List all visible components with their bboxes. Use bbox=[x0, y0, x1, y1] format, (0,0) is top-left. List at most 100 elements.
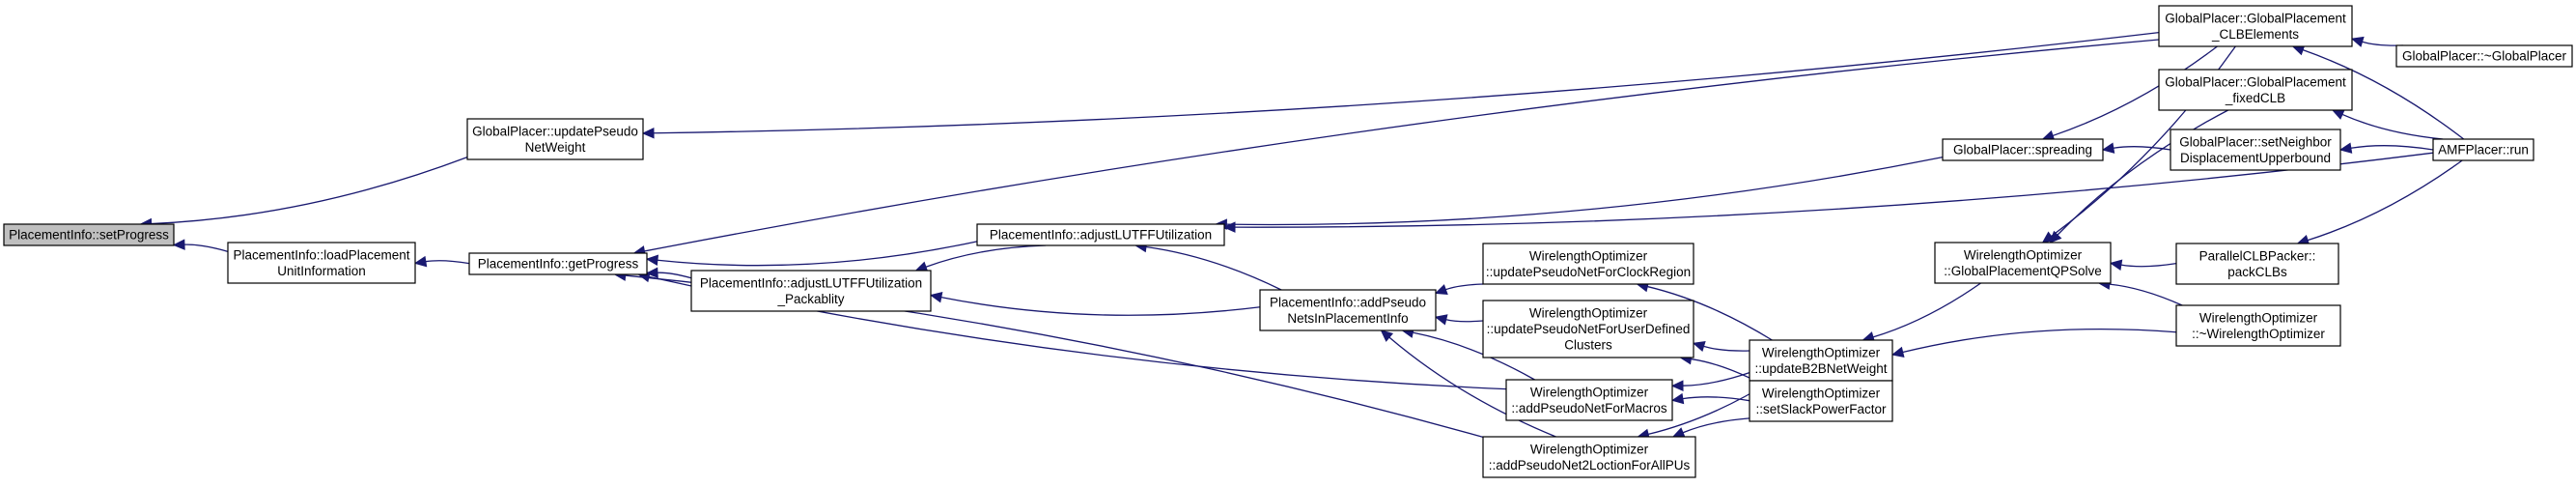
call-edge-adjustLUTFF-to-getProgress bbox=[645, 241, 978, 267]
node-box bbox=[2158, 69, 2353, 111]
node-wlSlack[interactable]: WirelengthOptimizer::setSlackPowerFactor bbox=[1749, 380, 1893, 422]
node-box bbox=[468, 252, 648, 275]
call-edge-gpDtor-to-gpCLB bbox=[2350, 36, 2403, 47]
node-label: ::~WirelengthOptimizer bbox=[2192, 327, 2325, 341]
edge-line bbox=[425, 260, 470, 265]
edge-line bbox=[653, 31, 2160, 134]
node-addPseudoNets[interactable]: PlacementInfo::addPseudoNetsInPlacementI… bbox=[1259, 289, 1437, 331]
node-wlB2B[interactable]: WirelengthOptimizer::updateB2BNetWeight bbox=[1749, 339, 1893, 382]
node-label: ::updatePseudoNetForClockRegion bbox=[1486, 265, 1691, 279]
call-edge-gpFixedCLB-to-wlQPSolve bbox=[2049, 109, 2229, 244]
node-label: PlacementInfo::getProgress bbox=[478, 257, 639, 272]
node-box bbox=[1482, 243, 1694, 285]
node-label: _Packablity bbox=[776, 292, 844, 306]
node-amfRun[interactable]: AMFPlacer::run bbox=[2432, 138, 2534, 161]
node-wlMacros[interactable]: WirelengthOptimizer::addPseudoNetForMacr… bbox=[1505, 379, 1673, 421]
node-label: ::addPseudoNet2LoctionForAllPUs bbox=[1489, 458, 1691, 473]
node-box bbox=[1942, 138, 2104, 161]
arrowhead-icon bbox=[641, 127, 655, 139]
edge-line bbox=[2057, 109, 2229, 236]
node-label: ::GlobalPlacementQPSolve bbox=[1944, 264, 2102, 278]
arrowhead-icon bbox=[172, 239, 185, 250]
node-label: GlobalPlacer::~GlobalPlacer bbox=[2402, 49, 2566, 64]
node-gpNeighbor[interactable]: GlobalPlacer::setNeighborDisplacementUpp… bbox=[2170, 129, 2341, 171]
edge-line bbox=[1872, 282, 1981, 338]
node-wlQPSolve[interactable]: WirelengthOptimizer::GlobalPlacementQPSo… bbox=[1934, 242, 2112, 284]
arrowhead-icon bbox=[1434, 314, 1448, 326]
call-edge-updatePseudoNetWeight-to-setProgress bbox=[139, 157, 468, 230]
call-edge-loadPU-to-setProgress bbox=[172, 239, 229, 252]
node-box bbox=[1482, 436, 1696, 478]
call-edge-getProgress-to-loadPU bbox=[413, 255, 470, 268]
call-edge-wlB2B-to-wlUserClusters bbox=[1692, 340, 1750, 353]
edge-line bbox=[2109, 283, 2183, 306]
call-edge-gpCLB-to-updatePseudoNetWeight bbox=[641, 31, 2160, 139]
node-packCLBs[interactable]: ParallelCLBPacker::packCLBs bbox=[2175, 243, 2339, 285]
node-label: ::addPseudoNetForMacros bbox=[1511, 401, 1667, 415]
edge-line bbox=[1682, 396, 1750, 402]
node-box bbox=[1934, 242, 2112, 284]
arrowhead-icon bbox=[2350, 36, 2365, 47]
call-edge-wlUserClusters-to-addPseudoNets bbox=[1434, 314, 1484, 326]
node-wlAllPUs[interactable]: WirelengthOptimizer::addPseudoNet2Loctio… bbox=[1482, 436, 1696, 478]
node-gpSpreading[interactable]: GlobalPlacer::spreading bbox=[1942, 138, 2104, 161]
node-gpFixedCLB[interactable]: GlobalPlacer::GlobalPlacement_fixedCLB bbox=[2158, 69, 2353, 111]
call-edge-gpSpreading-to-adjustLUTFF bbox=[1215, 157, 1944, 230]
arrowhead-icon bbox=[1671, 427, 1686, 438]
arrowhead-icon bbox=[2101, 142, 2115, 154]
edge-line bbox=[1703, 345, 1750, 352]
arrowhead-icon bbox=[645, 267, 658, 279]
edge-line bbox=[1234, 152, 2434, 228]
node-label: WirelengthOptimizer bbox=[1530, 442, 1649, 456]
node-label: WirelengthOptimizer bbox=[1529, 248, 1648, 263]
node-getProgress[interactable]: PlacementInfo::getProgress bbox=[468, 252, 648, 275]
node-gpDtor[interactable]: GlobalPlacer::~GlobalPlacer bbox=[2395, 44, 2573, 68]
node-label: WirelengthOptimizer bbox=[1762, 386, 1881, 400]
node-label: DisplacementUpperbound bbox=[2180, 151, 2331, 165]
call-edge-amfRun-to-gpNeighbor bbox=[2338, 142, 2434, 154]
node-box bbox=[2432, 138, 2534, 161]
arrowhead-icon bbox=[1692, 340, 1706, 353]
node-wlDtor[interactable]: WirelengthOptimizer::~WirelengthOptimize… bbox=[2175, 304, 2341, 347]
arrowhead-icon bbox=[1890, 346, 1905, 358]
node-adjustLUTFFPack[interactable]: PlacementInfo::adjustLUTFFUtilization_Pa… bbox=[690, 270, 932, 312]
edge-line bbox=[1413, 331, 1535, 381]
node-label: GlobalPlacer::updatePseudo bbox=[472, 124, 638, 138]
node-label: ParallelCLBPacker:: bbox=[2199, 248, 2316, 263]
node-label: GlobalPlacer::GlobalPlacement bbox=[2165, 74, 2346, 89]
node-wlClockRegion[interactable]: WirelengthOptimizer::updatePseudoNetForC… bbox=[1482, 243, 1694, 285]
node-label: WirelengthOptimizer bbox=[1530, 385, 1649, 399]
node-label: WirelengthOptimizer bbox=[2199, 310, 2318, 325]
edge-line bbox=[2302, 49, 2465, 140]
node-loadPU[interactable]: PlacementInfo::loadPlacementUnitInformat… bbox=[227, 242, 416, 284]
edge-line bbox=[1647, 285, 1773, 341]
node-label: ::updatePseudoNetForUserDefined bbox=[1487, 322, 1691, 336]
node-box bbox=[466, 118, 644, 160]
node-label: WirelengthOptimizer bbox=[1762, 345, 1881, 359]
node-wlUserClusters[interactable]: WirelengthOptimizer::updatePseudoNetForU… bbox=[1482, 300, 1694, 358]
edge-line bbox=[1691, 358, 1756, 382]
node-gpCLB[interactable]: GlobalPlacer::GlobalPlacement_CLBElement… bbox=[2158, 5, 2353, 47]
call-edge-wlQPSolve-to-wlB2B bbox=[1862, 282, 1981, 343]
node-box bbox=[2170, 129, 2341, 171]
node-label: packCLBs bbox=[2227, 265, 2287, 279]
edge-line bbox=[1445, 283, 1484, 291]
arrowhead-icon bbox=[1222, 221, 1236, 233]
edge-line bbox=[2350, 145, 2434, 151]
node-label: NetsInPlacementInfo bbox=[1287, 311, 1408, 326]
node-box bbox=[3, 223, 175, 246]
node-setProgress[interactable]: PlacementInfo::setProgress bbox=[3, 223, 175, 246]
edge-line bbox=[1226, 157, 1944, 226]
arrowhead-icon bbox=[2331, 109, 2345, 120]
node-label: PlacementInfo::adjustLUTFFUtilization bbox=[700, 275, 922, 290]
node-box bbox=[1482, 300, 1694, 358]
node-label: WirelengthOptimizer bbox=[1529, 306, 1648, 321]
edge-line bbox=[1145, 245, 1282, 291]
node-box bbox=[2395, 44, 2573, 68]
node-adjustLUTFF[interactable]: PlacementInfo::adjustLUTFFUtilization bbox=[976, 223, 1225, 246]
call-edge-amfRun-to-gpFixedCLB bbox=[2331, 109, 2444, 140]
call-edge-wlSlack-to-wlMacros bbox=[1670, 392, 1750, 405]
arrowhead-icon bbox=[645, 254, 659, 267]
